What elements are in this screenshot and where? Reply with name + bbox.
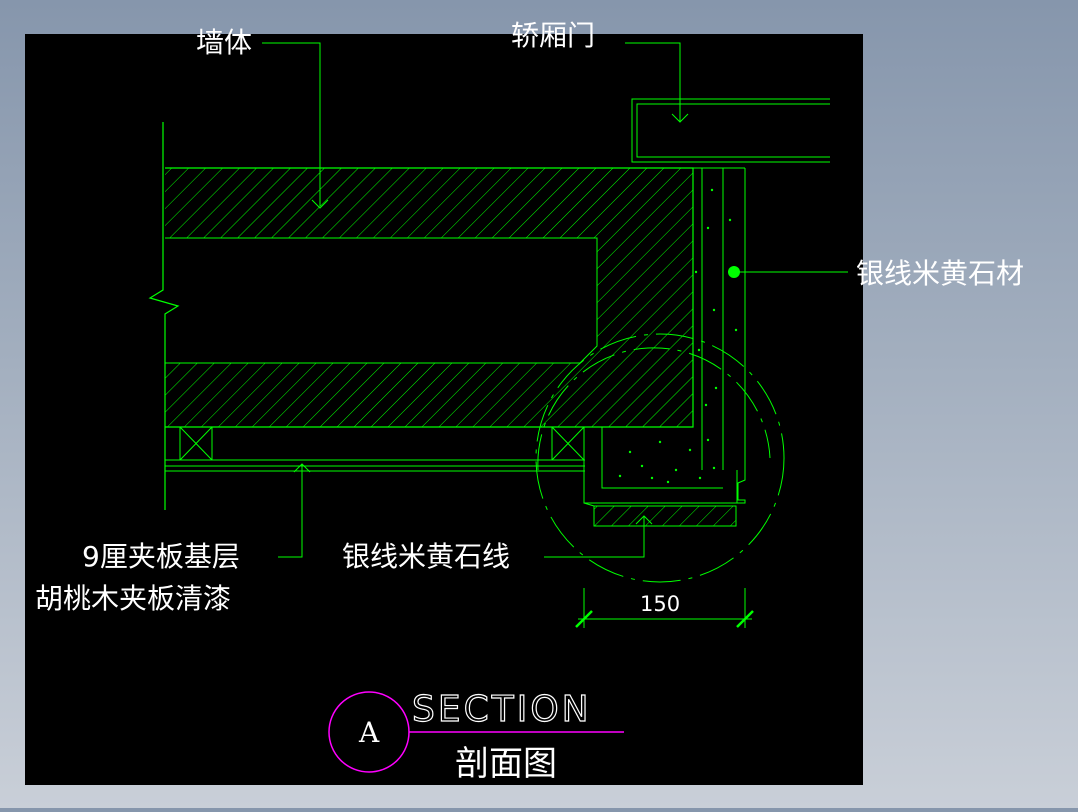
label-walnut-finish: 胡桃木夹板清漆 [35,582,231,615]
dimension-text: 150 [640,592,680,616]
leader-dot [728,266,740,278]
label-stone-cladding: 银线米黄石材 [856,257,1024,290]
car-door [631,98,830,163]
label-car-door: 轿厢门 [511,19,595,52]
label-stone-trim: 银线米黄石线 [342,540,510,573]
stone-cladding-section [692,167,746,504]
dimension-150 [575,588,754,628]
break-line [148,122,180,510]
stone-trim-section [583,426,737,527]
plywood-layers [165,426,585,472]
label-plywood-base: 9厘夹板基层 [82,540,240,573]
section-marker [328,691,624,773]
leader-lines [262,42,848,558]
section-title: SECTION [412,689,592,730]
label-wall: 墙体 [196,26,252,59]
mortar-speckles [618,188,738,484]
section-subtitle: 剖面图 [455,744,557,784]
section-marker-letter: A [358,716,380,749]
detail-callout [535,333,785,583]
